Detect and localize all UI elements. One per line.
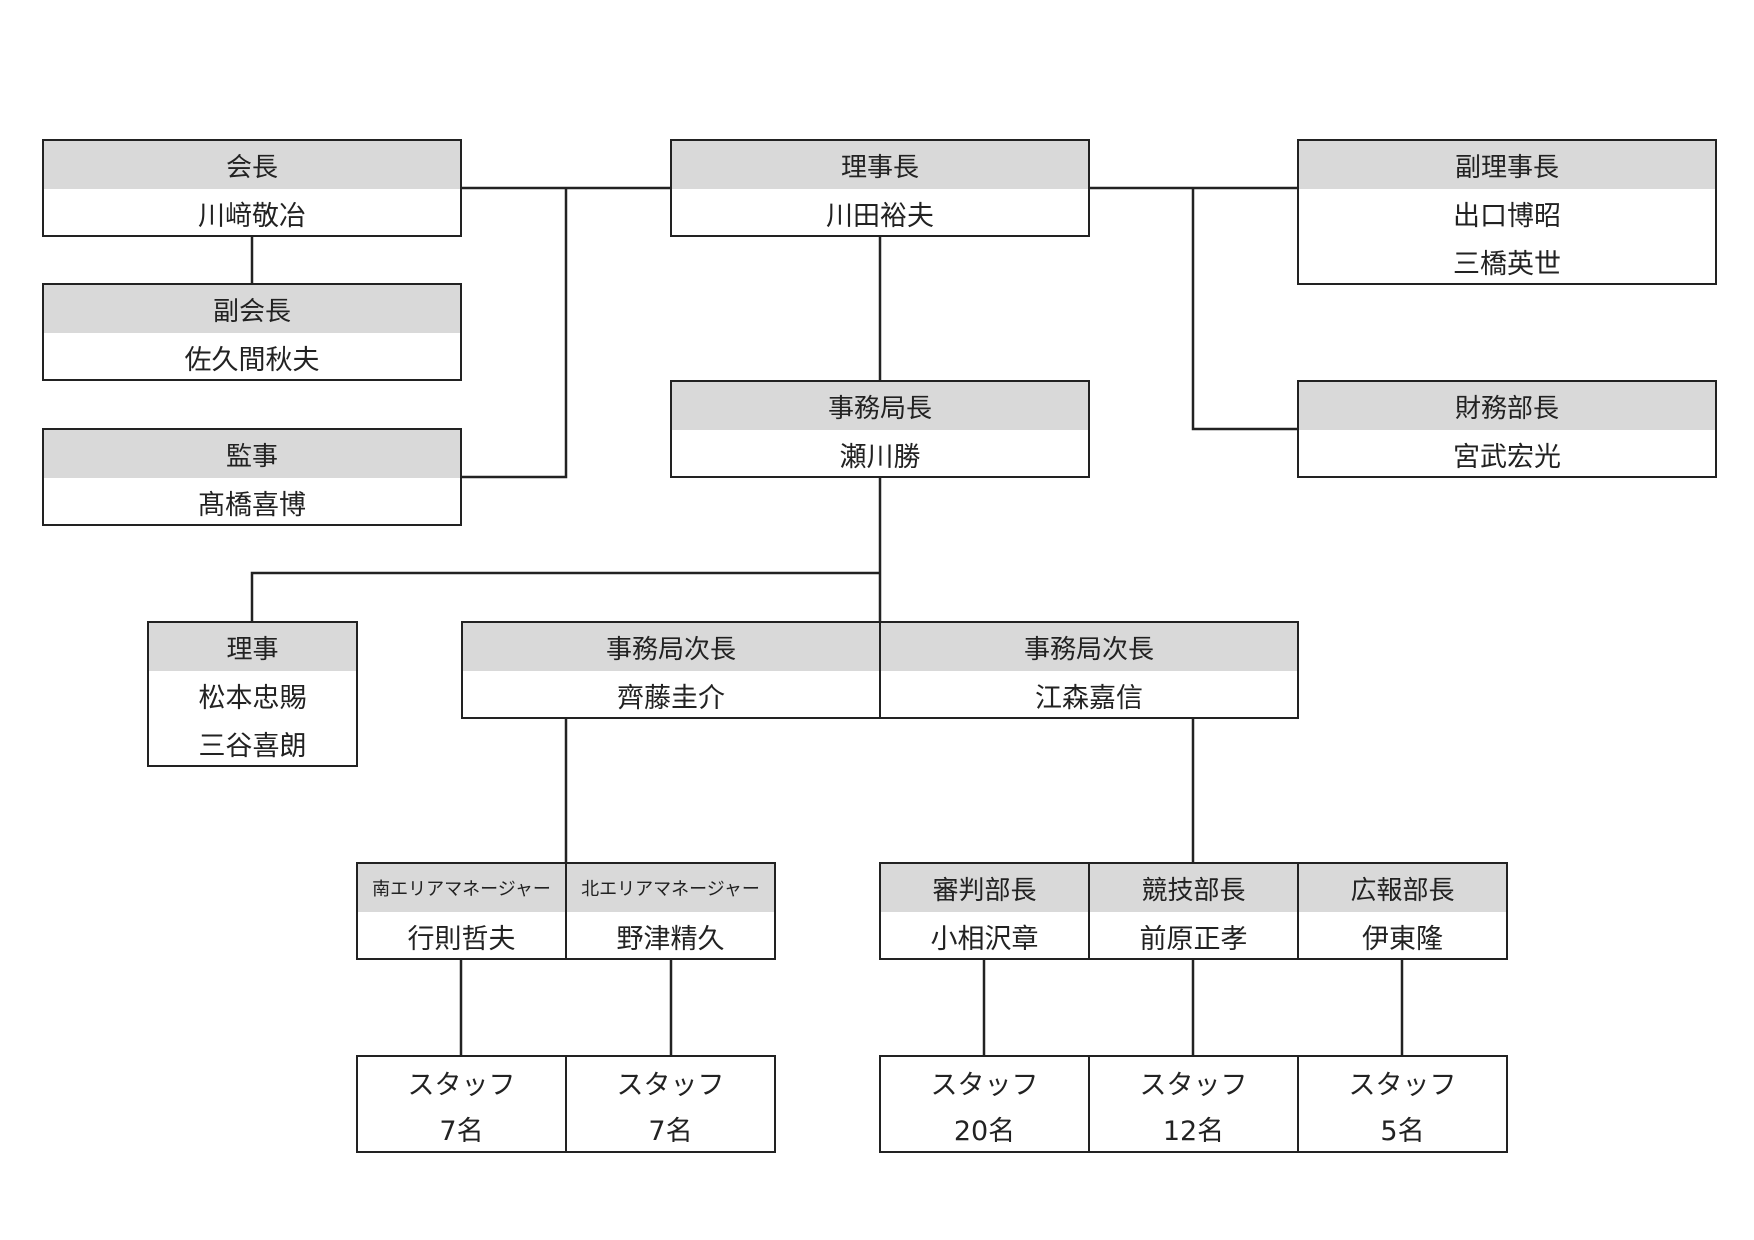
deputy-secretariat-title-1: 事務局次長 [463, 623, 879, 671]
vice-chairman-title: 副会長 [44, 285, 460, 333]
staff-north-label: スタッフ [616, 1069, 725, 1101]
south-area-manager-title: 南エリアマネージャー [358, 864, 565, 912]
directors-box: 理事 松本忠賜 三谷喜朗 [147, 621, 358, 767]
directors-name-1: 松本忠賜 [198, 682, 307, 714]
referee-head-box: 審判部長 小相沢章 [879, 862, 1090, 960]
secretariat-head-name: 瀬川勝 [839, 441, 921, 473]
connector-directors [250, 571, 880, 622]
staff-referee-label: スタッフ [930, 1069, 1039, 1101]
south-area-manager-name: 行則哲夫 [407, 923, 516, 955]
director-general-name: 川田裕夫 [826, 200, 934, 232]
north-area-manager-title: 北エリアマネージャー [567, 864, 774, 912]
north-area-manager-name: 野津精久 [616, 923, 725, 955]
pr-head-title: 広報部長 [1299, 864, 1506, 912]
staff-referee-box: スタッフ 20名 [879, 1055, 1090, 1153]
director-general-title: 理事長 [672, 141, 1088, 189]
vice-director-name-2: 三橋英世 [1453, 248, 1561, 280]
north-area-manager-box: 北エリアマネージャー 野津精久 [565, 862, 776, 960]
vice-chairman-box: 副会長 佐久間秋夫 [42, 283, 462, 381]
chairman-name: 川﨑敬冶 [198, 200, 306, 232]
connector-finance [1191, 188, 1298, 431]
auditor-name: 髙橋喜博 [198, 489, 306, 521]
staff-south-box: スタッフ 7名 [356, 1055, 567, 1153]
directors-name-2: 三谷喜朗 [198, 730, 307, 762]
directors-title: 理事 [149, 623, 356, 671]
competition-head-title: 競技部長 [1090, 864, 1297, 912]
director-general-box: 理事長 川田裕夫 [670, 139, 1090, 237]
staff-competition-box: スタッフ 12名 [1088, 1055, 1299, 1153]
vice-director-box: 副理事長 出口博昭 三橋英世 [1297, 139, 1717, 285]
deputy-secretariat-title-2: 事務局次長 [881, 623, 1297, 671]
chairman-box: 会長 川﨑敬冶 [42, 139, 462, 237]
deputy-secretariat-box-1: 事務局次長 齊藤圭介 [461, 621, 881, 719]
finance-head-name: 宮武宏光 [1453, 441, 1561, 473]
auditor-title: 監事 [44, 430, 460, 478]
finance-head-title: 財務部長 [1299, 382, 1715, 430]
vice-director-title: 副理事長 [1299, 141, 1715, 189]
staff-pr-count: 5名 [1380, 1115, 1425, 1147]
staff-north-count: 7名 [648, 1115, 693, 1147]
auditor-box: 監事 髙橋喜博 [42, 428, 462, 526]
competition-head-box: 競技部長 前原正孝 [1088, 862, 1299, 960]
deputy-secretariat-name-1: 齊藤圭介 [617, 682, 725, 714]
connector-auditor [461, 188, 568, 479]
staff-pr-label: スタッフ [1348, 1069, 1457, 1101]
vice-director-name-1: 出口博昭 [1453, 200, 1561, 232]
staff-south-label: スタッフ [407, 1069, 516, 1101]
secretariat-head-title: 事務局長 [672, 382, 1088, 430]
staff-competition-count: 12名 [1162, 1115, 1225, 1147]
deputy-secretariat-box-2: 事務局次長 江森嘉信 [879, 621, 1299, 719]
deputy-secretariat-name-2: 江森嘉信 [1035, 682, 1143, 714]
competition-head-name: 前原正孝 [1139, 923, 1248, 955]
pr-head-box: 広報部長 伊東隆 [1297, 862, 1508, 960]
referee-head-name: 小相沢章 [930, 923, 1039, 955]
south-area-manager-box: 南エリアマネージャー 行則哲夫 [356, 862, 567, 960]
finance-head-box: 財務部長 宮武宏光 [1297, 380, 1717, 478]
secretariat-head-box: 事務局長 瀬川勝 [670, 380, 1090, 478]
vice-chairman-name: 佐久間秋夫 [184, 344, 320, 376]
referee-head-title: 審判部長 [881, 864, 1088, 912]
staff-competition-label: スタッフ [1139, 1069, 1248, 1101]
pr-head-name: 伊東隆 [1362, 923, 1443, 955]
staff-pr-box: スタッフ 5名 [1297, 1055, 1508, 1153]
staff-north-box: スタッフ 7名 [565, 1055, 776, 1153]
staff-south-count: 7名 [439, 1115, 484, 1147]
chairman-title: 会長 [44, 141, 460, 189]
staff-referee-count: 20名 [953, 1115, 1016, 1147]
